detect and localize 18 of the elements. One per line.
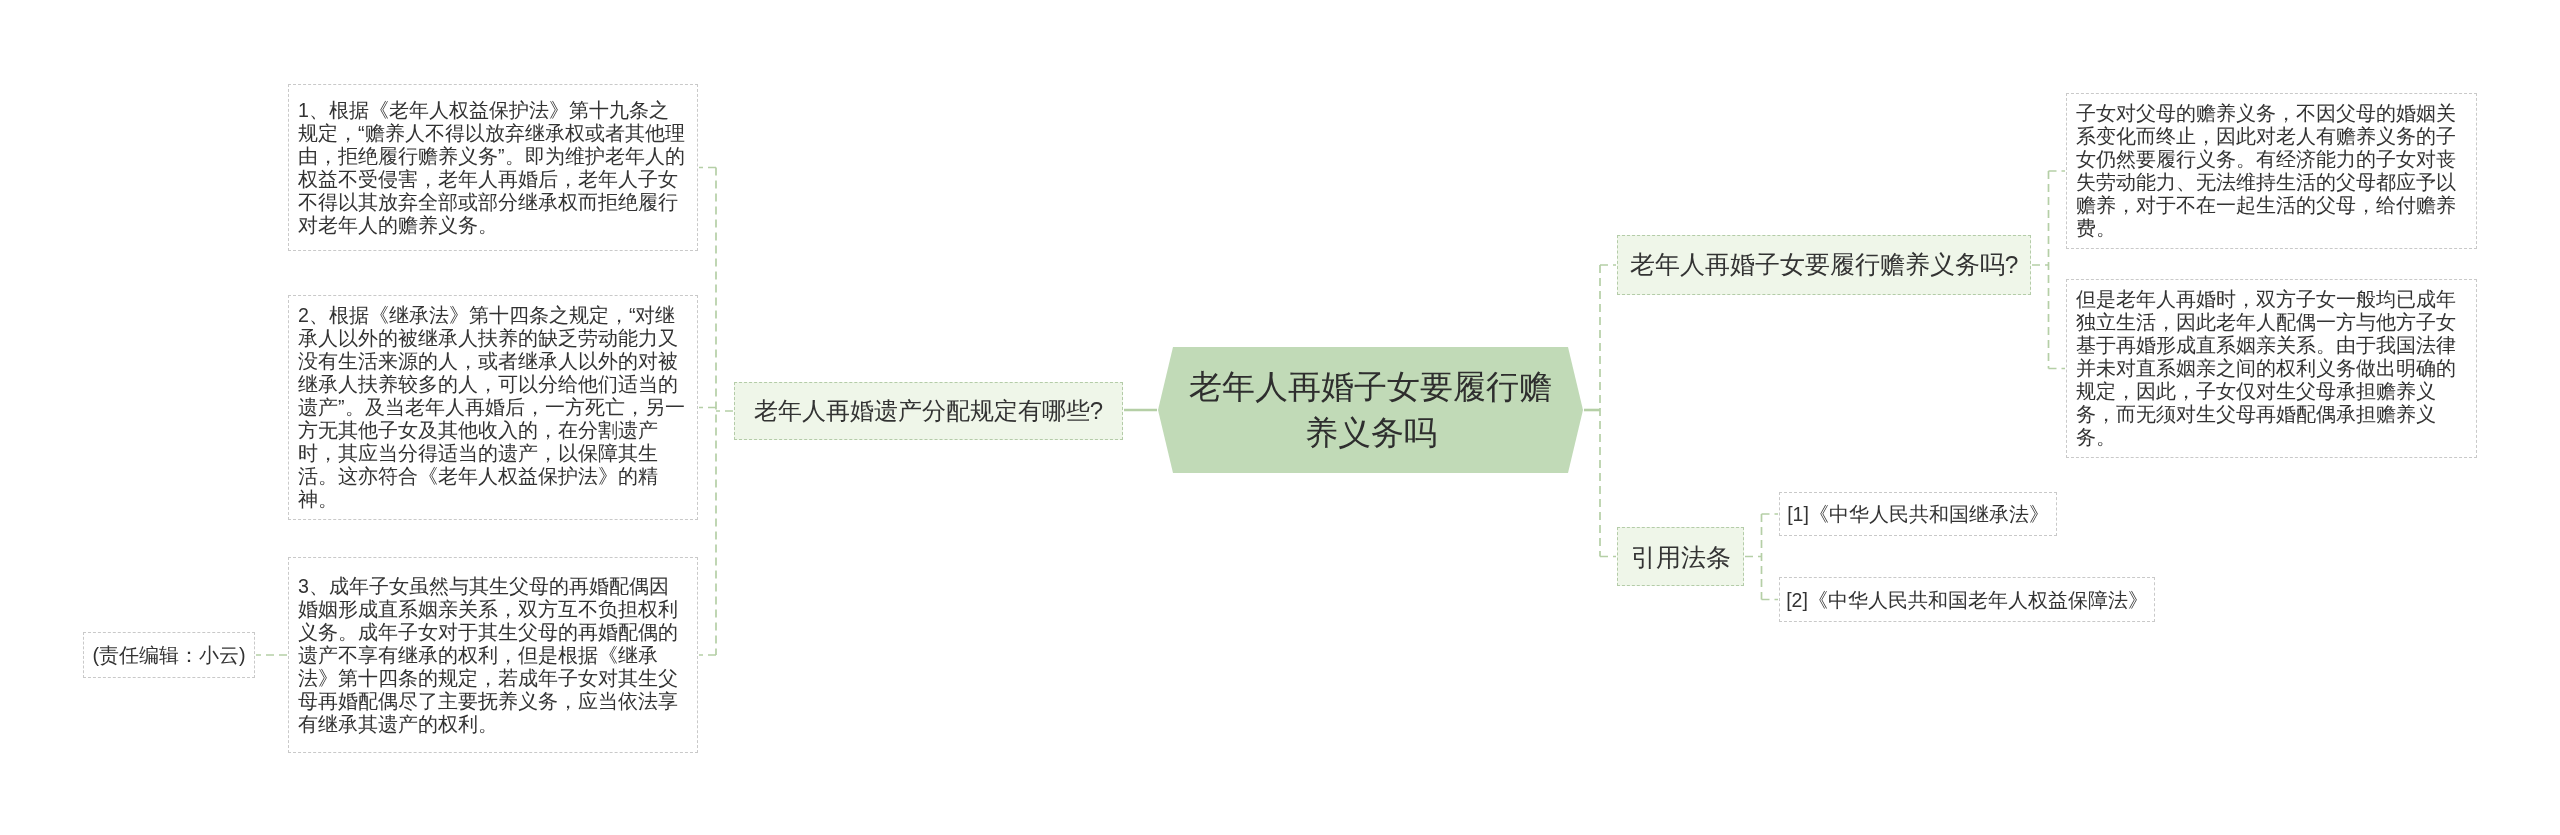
note-box: (责任编辑：小云): [83, 632, 255, 678]
note-box: 但是老年人再婚时，双方子女一般均已成年独立生活，因此老年人配偶一方与他方子女基于再婚形成直系姻亲关系。由于我国法律并未对直系姻亲之间的权利义务做出明确的规定，因此，子女仅对生父母承担赡养义务，而无须对生父母再婚配偶承担赡养义务。: [2066, 279, 2477, 458]
note-box: 1、根据《老年人权益保护法》第十九条之规定，“赡养人不得以放弃继承权或者其他理由，拒绝履行赡养义务”。即为维护老年人的权益不受侵害，老年人再婚后，老年人子女不得以其放弃全部或部分继承权而拒绝履行对老年人的赡养义务。: [288, 84, 698, 251]
connector-line: [1744, 513, 1779, 601]
connector-line: [1124, 408, 1157, 412]
central-topic: 老年人再婚子女要履行赡养义务吗: [1158, 347, 1583, 473]
connector-line: [698, 166, 734, 656]
connector-line: [2031, 170, 2066, 370]
reference-box: [2]《中华人民共和国老年人权益保障法》: [1779, 577, 2155, 622]
topic-box: 引用法条: [1617, 527, 1744, 586]
topic-box: 老年人再婚遗产分配规定有哪些?: [734, 382, 1123, 440]
note-box: 子女对父母的赡养义务，不因父母的婚姻关系变化而终止，因此对老人有赡养义务的子女仍然要履行义务。有经济能力的子女对丧失劳动能力、无法维持生活的父母都应予以赡养，对于不在一起生活的父母，给付赡养费。: [2066, 93, 2477, 249]
topic-box: 老年人再婚子女要履行赡养义务吗?: [1617, 235, 2031, 295]
reference-box: [1]《中华人民共和国继承法》: [1779, 492, 2057, 536]
connector-line: [1584, 264, 1617, 558]
note-box: 2、根据《继承法》第十四条之规定，“对继承人以外的被继承人扶养的缺乏劳动能力又没有生活来源的人，或者继承人以外的对被继承人扶养较多的人，可以分给他们适当的遗产”。及当老年人再婚后，一方死亡，另一方无其他子女及其他收入的，在分割遗产时，其应当分得适当的遗产，以保障其生活。这亦符合《老年人权益保护法》的精神。: [288, 295, 698, 520]
note-box: 3、成年子女虽然与其生父母的再婚配偶因婚姻形成直系姻亲关系，双方互不负担权利义务。成年子女对于其生父母的再婚配偶的遗产不享有继承的权利，但是根据《继承法》第十四条的规定，若成年子女对其生父母再婚配偶尽了主要抚养义务，应当依法享有继承其遗产的权利。: [288, 557, 698, 753]
connector-line: [255, 654, 288, 656]
